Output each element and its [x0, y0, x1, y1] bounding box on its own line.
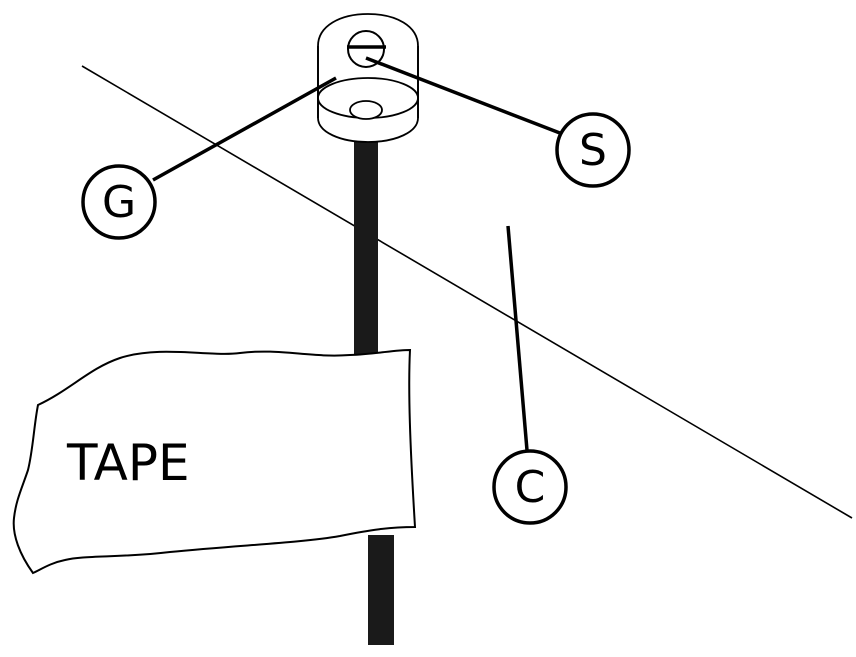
callout-letter-c: C: [515, 462, 546, 513]
callout-g: G: [81, 164, 157, 240]
tape-label: TAPE: [66, 434, 190, 492]
rod-lower: [368, 535, 394, 645]
tape-piece: [12, 348, 417, 575]
leader-line-c: [506, 225, 530, 463]
leader-line-g: [152, 76, 337, 182]
barrel-hole: [349, 100, 383, 120]
callout-circle-s: [555, 112, 631, 188]
callout-s: S: [555, 112, 631, 188]
callout-letter-g: G: [102, 177, 136, 228]
callout-letter-s: S: [579, 125, 607, 176]
leader-line-s: [365, 56, 566, 137]
screw-head: [347, 30, 385, 68]
callout-circle-g: [81, 164, 157, 240]
callout-c: C: [492, 449, 568, 525]
rod-upper: [354, 118, 378, 358]
callout-circle-c: [492, 449, 568, 525]
thin-diagonal-line: [81, 65, 853, 519]
